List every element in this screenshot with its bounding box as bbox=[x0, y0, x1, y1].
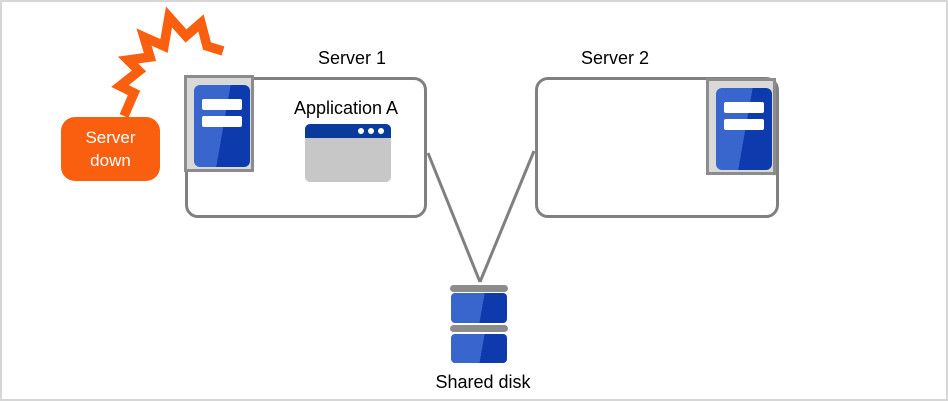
server-down-badge: Server down bbox=[61, 117, 160, 181]
shared-disk-label: Shared disk bbox=[435, 372, 531, 392]
server1-label: Server 1 bbox=[317, 48, 387, 68]
disk-stack-icon bbox=[450, 285, 508, 292]
application-window-icon bbox=[305, 124, 391, 182]
window-dot-icon bbox=[358, 128, 364, 134]
disk-separator-bar bbox=[450, 325, 508, 332]
tower-body bbox=[716, 88, 772, 170]
server2-tower-icon bbox=[706, 78, 776, 175]
connector-server2-disk bbox=[478, 150, 536, 283]
connector-server1-disk bbox=[426, 152, 482, 283]
tower-vent-bar bbox=[724, 119, 764, 130]
server-down-line2: down bbox=[90, 151, 131, 170]
server1-tower-icon bbox=[184, 75, 254, 172]
window-dot-icon bbox=[368, 128, 374, 134]
tower-vent-bar bbox=[724, 102, 764, 113]
application-label: Application A bbox=[293, 98, 399, 118]
server-down-line1: Server bbox=[85, 128, 136, 147]
disk-platter bbox=[451, 293, 507, 323]
window-dot-icon bbox=[378, 128, 384, 134]
window-titlebar bbox=[305, 124, 391, 138]
tower-vent-bar bbox=[202, 116, 242, 127]
tower-vent-bar bbox=[202, 99, 242, 110]
server2-label: Server 2 bbox=[580, 48, 650, 68]
tower-body bbox=[194, 85, 250, 167]
lightning-icon bbox=[111, 6, 225, 118]
disk-platter bbox=[451, 334, 507, 363]
